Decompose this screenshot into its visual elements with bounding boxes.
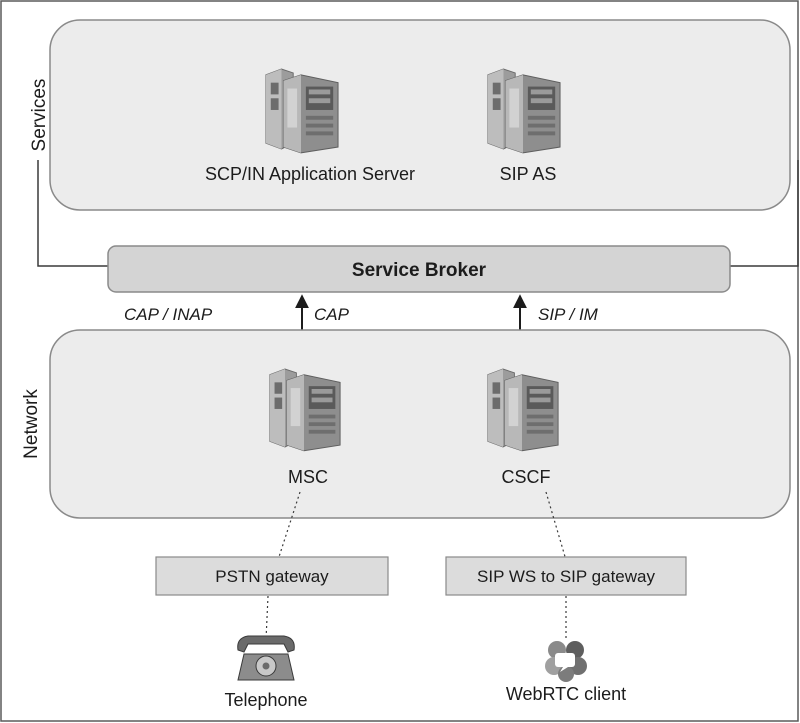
msc-label: MSC (288, 467, 328, 487)
webrtc-icon (545, 641, 587, 682)
services-panel (49, 19, 791, 211)
server-icon (487, 68, 561, 154)
pstn-to-telephone-link (265, 595, 269, 641)
service-broker-bar (107, 245, 731, 293)
pstn-gateway-box (155, 556, 389, 596)
cscf-label: CSCF (502, 467, 551, 487)
cscf-to-gateway-link (545, 491, 567, 561)
server-icon (487, 368, 559, 452)
services-boundary-right (730, 160, 799, 267)
scp-in-application-server-label: SCP/IN Application Server (205, 164, 415, 184)
services-boundary-left (37, 160, 108, 267)
sip-im-protocol-label: SIP / IM (538, 305, 599, 324)
server-icon (269, 368, 341, 452)
network-domain-label: Network (21, 389, 42, 459)
pstn-gateway-label: PSTN gateway (215, 567, 329, 586)
telephone-icon (237, 635, 295, 681)
msc-to-pstn-link (277, 491, 301, 561)
sip-ws-gateway-label: SIP WS to SIP gateway (477, 567, 655, 586)
service-broker-label: Service Broker (352, 260, 487, 281)
services-domain-label: Services (29, 79, 50, 152)
webrtc-client-label: WebRTC client (506, 684, 626, 704)
network-panel (49, 329, 791, 519)
cap-inap-protocol-label: CAP / INAP (124, 305, 213, 324)
server-icon (265, 68, 339, 154)
cap-protocol-label: CAP (314, 305, 350, 324)
sip-ws-gateway-box (445, 556, 687, 596)
sip-as-label: SIP AS (500, 164, 557, 184)
telephone-label: Telephone (224, 690, 307, 710)
